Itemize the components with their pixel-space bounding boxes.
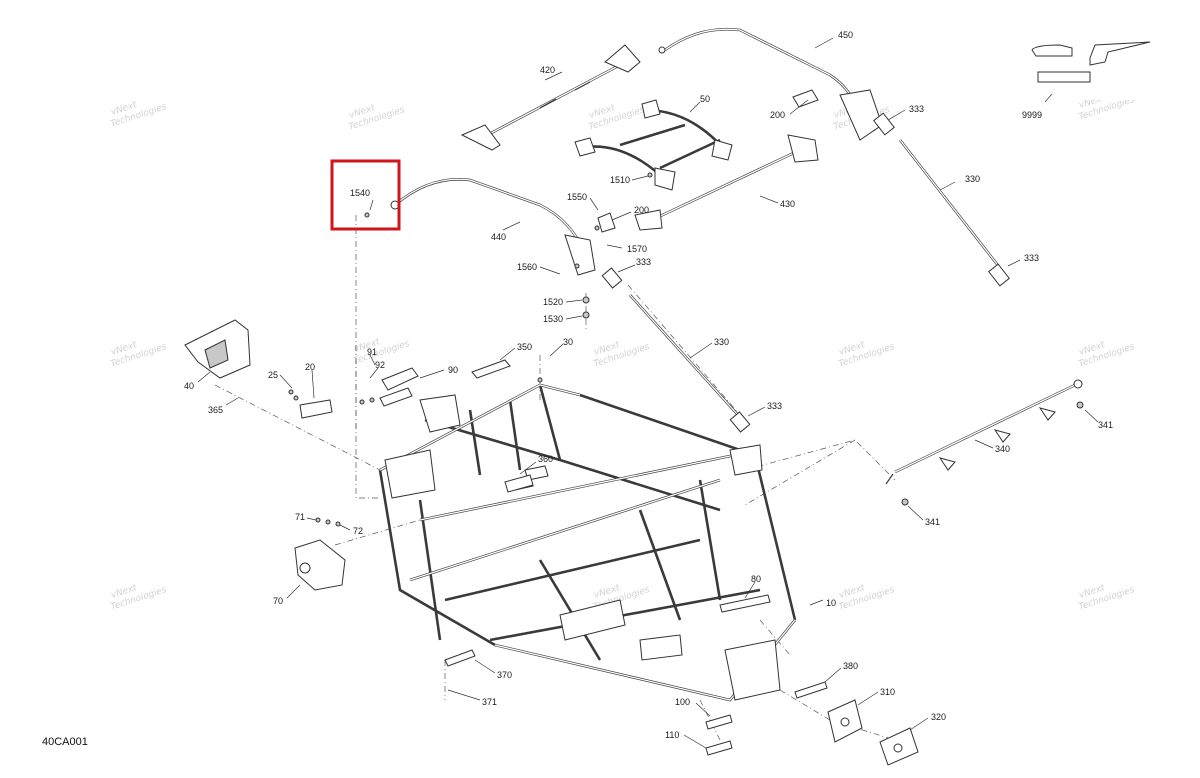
part-label[interactable]: 91: [367, 347, 377, 357]
part-label[interactable]: 10: [826, 598, 836, 608]
part-label[interactable]: 420: [540, 65, 555, 75]
part-label[interactable]: 1530: [543, 314, 563, 324]
part-label[interactable]: 100: [675, 697, 690, 707]
part-200-top-cylinder: [792, 89, 819, 108]
part-450-rear-hoop: [658, 27, 883, 141]
part-420-roof-bar: [460, 44, 641, 151]
part-label[interactable]: 450: [838, 30, 853, 40]
part-label[interactable]: 25: [268, 370, 278, 380]
part-label[interactable]: 365: [208, 405, 223, 415]
part-9999-decal-inset: [1012, 28, 1172, 100]
part-label[interactable]: 50: [700, 94, 710, 104]
part-label[interactable]: 340: [995, 444, 1010, 454]
part-label[interactable]: 333: [1024, 253, 1039, 263]
part-label[interactable]: 370: [497, 670, 512, 680]
part-label[interactable]: 341: [925, 517, 940, 527]
part-360-brace: [504, 474, 534, 493]
part-90-plate: [379, 367, 419, 407]
part-label[interactable]: 320: [931, 712, 946, 722]
part-label[interactable]: 380: [843, 661, 858, 671]
part-350-link: [471, 359, 511, 379]
part-320-plate: [879, 727, 919, 766]
part-label[interactable]: 333: [636, 257, 651, 267]
part-label[interactable]: 110: [665, 730, 679, 740]
part-label[interactable]: 40: [184, 381, 194, 391]
part-label[interactable]: 72: [353, 526, 363, 536]
part-label[interactable]: 341: [1098, 420, 1113, 430]
part-80-bracket: [719, 594, 771, 613]
part-label[interactable]: 92: [375, 360, 385, 370]
part-50-cross-brace: [574, 99, 733, 191]
part-label[interactable]: 371: [482, 697, 497, 707]
part-labels: 420 450 9999 50 200 333 1540 1510 330 15…: [184, 30, 1113, 740]
part-label[interactable]: 20: [305, 362, 315, 372]
part-label[interactable]: 360: [538, 454, 553, 464]
part-330-center-tube: [601, 267, 751, 433]
part-label[interactable]: 200: [770, 110, 785, 120]
part-label[interactable]: 30: [563, 337, 573, 347]
part-label[interactable]: 80: [751, 574, 761, 584]
part-100-clip: [705, 714, 733, 730]
part-330-right-tube: [873, 112, 1010, 287]
part-label[interactable]: 1540: [350, 188, 370, 198]
part-label[interactable]: 333: [767, 401, 782, 411]
part-label[interactable]: 1520: [543, 297, 563, 307]
part-label[interactable]: 430: [780, 199, 795, 209]
part-label[interactable]: 71: [295, 512, 305, 522]
part-440-front-hoop: [390, 178, 616, 276]
part-430-rear-bar: [634, 134, 819, 231]
part-label[interactable]: 350: [517, 342, 532, 352]
part-label[interactable]: 330: [965, 174, 980, 184]
part-380-pin: [794, 681, 828, 699]
highlight-box-1540: [330, 159, 401, 231]
part-label[interactable]: 1560: [517, 262, 537, 272]
part-label[interactable]: 333: [909, 104, 924, 114]
leader-lines: [197, 37, 1099, 749]
part-40-bracket: [184, 319, 251, 379]
part-label[interactable]: 1550: [567, 192, 587, 202]
part-label[interactable]: 440: [491, 232, 506, 242]
diagram-code: 40CA001: [42, 736, 88, 748]
part-10-main-frame: [378, 383, 797, 702]
assembly-lines: [214, 215, 896, 741]
part-label[interactable]: 1510: [610, 175, 630, 185]
part-20-clamp: [299, 399, 333, 419]
part-label[interactable]: 200: [634, 205, 649, 215]
part-label[interactable]: 330: [714, 337, 729, 347]
part-label[interactable]: 9999: [1022, 110, 1042, 120]
part-110-clip: [705, 740, 733, 756]
part-label[interactable]: 310: [880, 687, 895, 697]
part-label[interactable]: 1570: [627, 244, 647, 254]
part-70-mount: [294, 539, 346, 591]
part-370-bracket: [444, 649, 476, 667]
part-340-side-bar: [885, 379, 1083, 485]
part-310-plate: [827, 699, 863, 743]
part-label[interactable]: 70: [273, 596, 283, 606]
part-label[interactable]: 90: [448, 365, 458, 375]
